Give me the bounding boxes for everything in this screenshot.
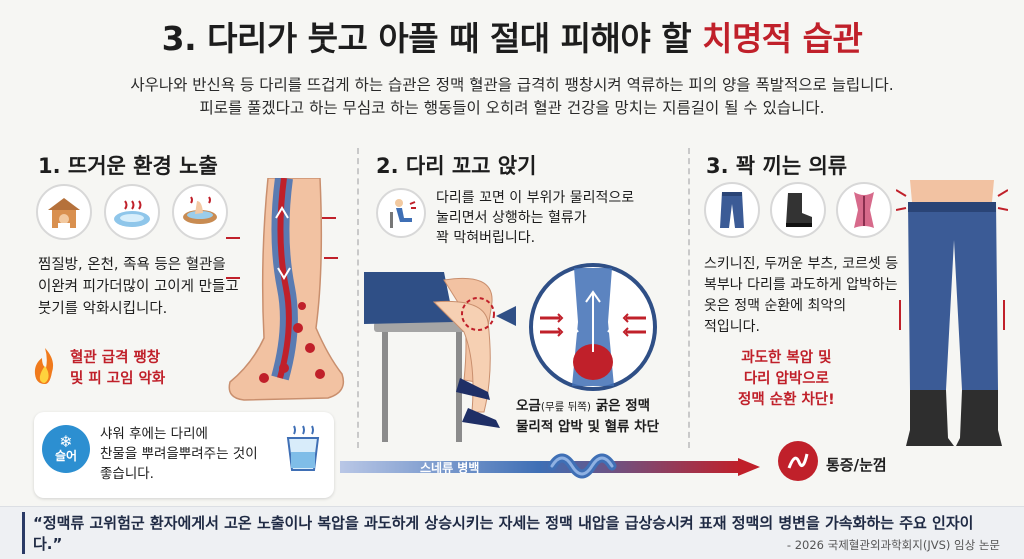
outcome-label: 통증/눈껌 xyxy=(826,456,887,474)
section3-warning: 과도한 복압 및 다리 압박으로 정맥 순환 차단! xyxy=(738,348,835,411)
footer-quote: “정맥류 고위험군 환자에게서 고온 노출이나 복압을 과도하게 상승시키는 자… xyxy=(22,512,1002,554)
leg-vein-illustration xyxy=(226,178,345,401)
jeans-icon xyxy=(704,182,760,238)
column-divider-2 xyxy=(688,148,690,448)
section1-warning: 혈관 급격 팽창 및 피 고임 악화 xyxy=(70,348,165,390)
section1-warning-line-2: 및 피 고임 악화 xyxy=(70,371,166,387)
tip-line-2: 찬물을 뿌려을뿌려주는 것이 xyxy=(100,446,258,462)
section3-line-1: 스키니진, 두꺼운 부츠, 코르셋 등 xyxy=(704,256,899,272)
snowflake-icon: ❄ xyxy=(59,432,73,451)
quote-bar xyxy=(0,506,1024,559)
title-accent: 치명적 습관 xyxy=(702,19,863,58)
column-divider-1 xyxy=(357,148,359,448)
section1-description: 찜질방, 온천, 족욕 등은 혈관을 이완켜 피가더많이 고이게 만들고 붓기를… xyxy=(38,254,239,320)
section2-caption-line-1: 오금(무릎 뒤쪽) 굵은 정맥 xyxy=(516,396,659,417)
section2-line-2: 눌리면서 상행하는 혈류가 xyxy=(436,210,587,226)
cold-water-icon xyxy=(286,425,320,471)
subtitle-line-1: 사우나와 반신욕 등 다리를 뜨겁게 하는 습관은 정맥 혈관을 급격히 팽창시… xyxy=(130,76,894,94)
section2-caption-line-2: 물리적 압박 및 혈류 차단 xyxy=(516,419,659,435)
progression-arrow xyxy=(340,458,760,476)
section3-description: 스키니진, 두꺼운 부츠, 코르셋 등 복부나 다리를 과도하게 압박하는 옷은… xyxy=(704,254,898,338)
section1-line-1: 찜질방, 온천, 족욕 등은 혈관을 xyxy=(38,257,226,273)
tight-jeans-illustration xyxy=(896,180,1008,446)
section1-line-2: 이완켜 피가더많이 고이게 만들고 xyxy=(38,279,239,295)
fire-icon xyxy=(34,348,54,384)
section2-title: 2. 다리 꼬고 앉기 xyxy=(376,154,537,178)
subtitle-line-2: 피로를 풀겠다고 하는 무심코 하는 행동들이 오히려 혈관 건강을 망치는 지… xyxy=(199,99,825,117)
varicose-vein-icon xyxy=(548,453,617,479)
tip-line-1: 샤워 후에는 다리에 xyxy=(100,426,208,442)
page-title: 3. 다리가 붓고 아플 때 절대 피해야 할 치명적 습관 xyxy=(0,12,1024,60)
vein-compression-closeup xyxy=(529,263,657,391)
section1-line-3: 붓기를 악화시킵니다. xyxy=(38,301,168,317)
section3-warning-line-2: 다리 압박으로 xyxy=(743,371,829,387)
section1-title: 1. 뜨거운 환경 노출 xyxy=(38,154,218,178)
section3-warning-line-1: 과도한 복압 및 xyxy=(741,350,832,366)
corset-icon xyxy=(836,182,892,238)
section2-line-3: 꽉 막혀버립니다. xyxy=(436,230,536,246)
title-main: 3. 다리가 붓고 아플 때 절대 피해야 할 xyxy=(161,19,703,58)
page-subtitle: 사우나와 반신욕 등 다리를 뜨겁게 하는 습관은 정맥 혈관을 급격히 팽창시… xyxy=(0,74,1024,120)
section1-warning-line-1: 혈관 급격 팽창 xyxy=(70,350,161,366)
section3-title: 3. 꽉 끼는 의류 xyxy=(706,154,848,178)
crossed-legs-illustration xyxy=(364,272,516,442)
tip-text: 샤워 후에는 다리에 찬물을 뿌려을뿌려주는 것이 좋습니다. xyxy=(100,424,258,484)
section3-line-4: 적입니다. xyxy=(704,319,760,335)
cold-tip-badge-label: 슬어 xyxy=(54,449,78,463)
section2-line-1: 다리를 꼬면 이 부위가 물리적으로 xyxy=(436,190,635,206)
caption-small: (무릎 뒤쪽) xyxy=(540,401,592,413)
section3-line-3: 옷은 정맥 순환에 최악의 xyxy=(704,298,847,314)
foot-bath-icon xyxy=(172,184,228,240)
pain-icon xyxy=(778,441,818,481)
section3-warning-line-3: 정맥 순환 차단! xyxy=(738,392,835,408)
tip-line-3: 좋습니다. xyxy=(100,466,154,482)
section2-description: 다리를 꼬면 이 부위가 물리적으로 눌리면서 상행하는 혈류가 꽉 막혀버립니… xyxy=(436,188,634,248)
section2-caption: 오금(무릎 뒤쪽) 굵은 정맥 물리적 압박 및 혈류 차단 xyxy=(516,396,659,437)
footer-citation: - 2026 국제혈관외과학회지(JVS) 임상 논문 xyxy=(786,538,1000,552)
boots-icon xyxy=(770,182,826,238)
sauna-icon xyxy=(36,184,92,240)
sitting-person-icon xyxy=(376,188,426,238)
progression-label: 스네류 병백 xyxy=(420,461,480,475)
caption-rest: 굵은 정맥 xyxy=(591,398,651,414)
section3-line-2: 복부나 다리를 과도하게 압박하는 xyxy=(704,277,898,293)
cold-tip-badge: ❄ 슬어 xyxy=(42,425,90,473)
caption-prefix: 오금 xyxy=(516,398,541,414)
hot-spring-icon xyxy=(104,184,160,240)
